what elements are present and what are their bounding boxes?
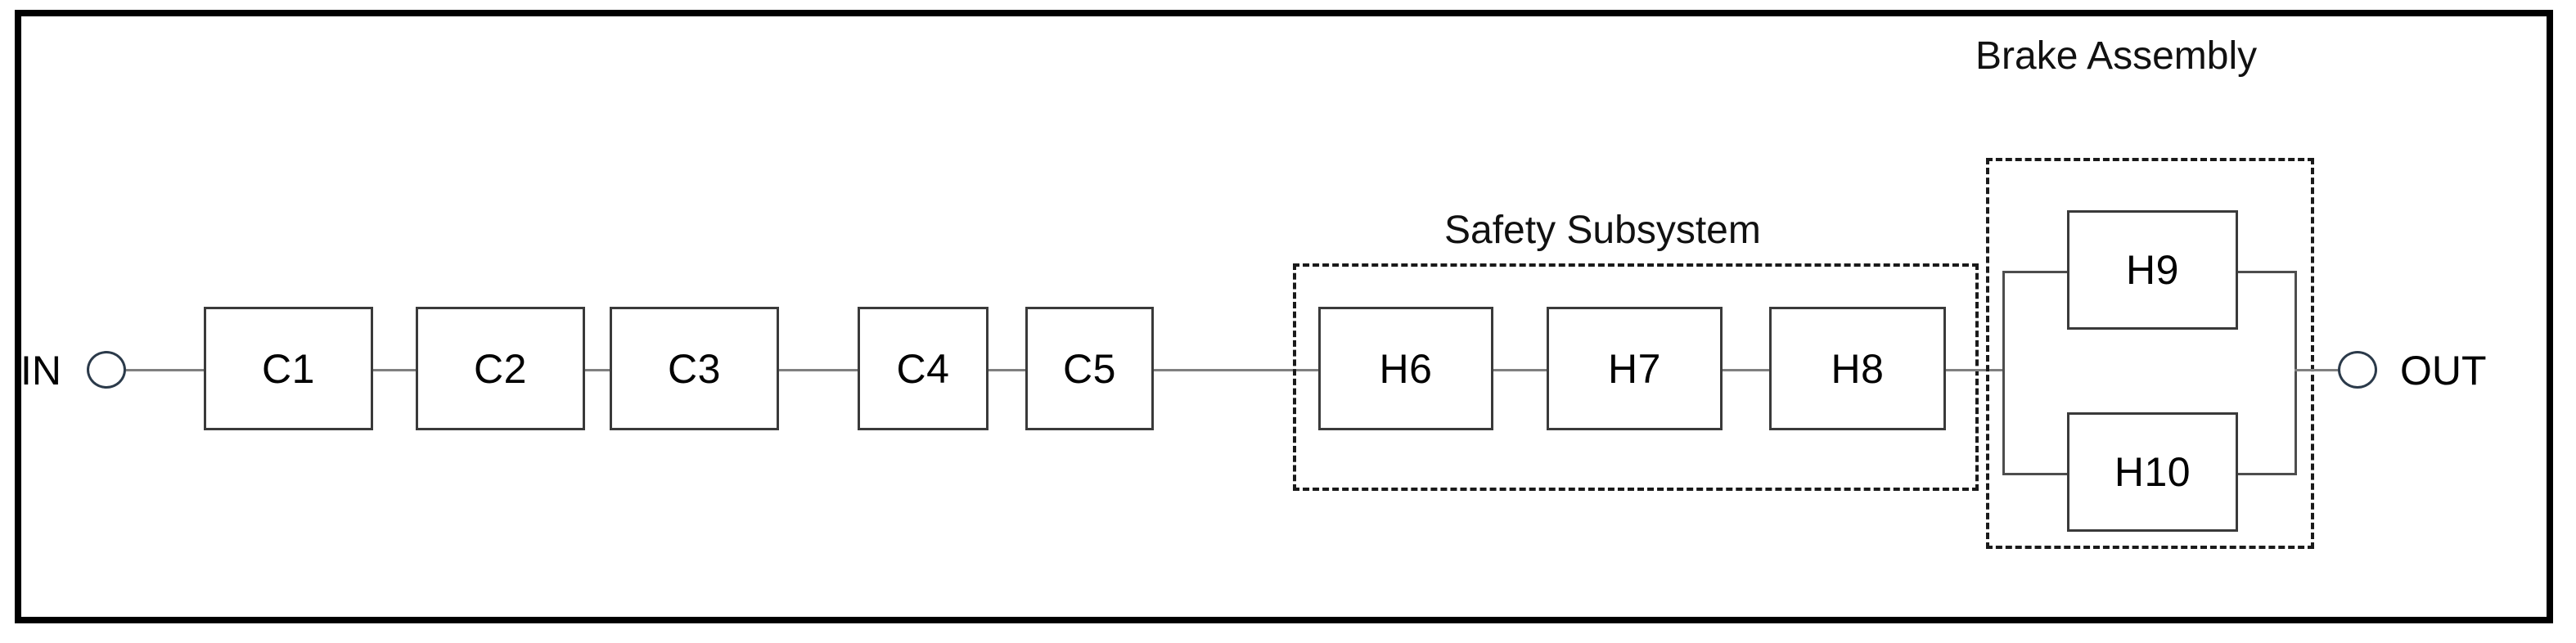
wire-in-to-c1 [126, 369, 204, 371]
input-terminal-node[interactable] [87, 351, 126, 389]
block-h10[interactable]: H10 [2067, 412, 2238, 532]
wire-brake-to-out [2295, 369, 2340, 371]
wire-brake-left-to-h9 [2002, 271, 2068, 273]
wire-c3-to-c4 [779, 369, 858, 371]
brake-assembly-boundary [1986, 158, 2314, 549]
block-c2[interactable]: C2 [416, 307, 585, 430]
safety-subsystem-boundary [1293, 263, 1979, 491]
block-h9[interactable]: H9 [2067, 210, 2238, 330]
safety-subsystem-title: Safety Subsystem [1444, 209, 1761, 252]
brake-assembly-title: Brake Assembly [1975, 34, 2258, 78]
block-h8[interactable]: H8 [1769, 307, 1946, 430]
input-terminal-label: IN [20, 348, 61, 393]
wire-h8-to-brake [1946, 369, 2005, 371]
wire-h10-to-brake-right [2238, 473, 2297, 475]
block-c4[interactable]: C4 [858, 307, 989, 430]
block-c3[interactable]: C3 [610, 307, 779, 430]
wire-c5-to-h6 [1154, 369, 1319, 371]
wire-brake-left-to-h10 [2002, 473, 2068, 475]
wire-c2-to-c3 [585, 369, 610, 371]
block-c1[interactable]: C1 [204, 307, 373, 430]
block-h6[interactable]: H6 [1318, 307, 1493, 430]
wire-h7-to-h8 [1723, 369, 1770, 371]
output-terminal-node[interactable] [2338, 351, 2377, 389]
wire-c4-to-c5 [989, 369, 1025, 371]
wire-h6-to-h7 [1493, 369, 1547, 371]
wire-h9-to-brake-right [2238, 271, 2297, 273]
wire-brake-right-bus [2295, 271, 2297, 475]
output-terminal-label: OUT [2400, 348, 2487, 393]
wire-c1-to-c2 [373, 369, 416, 371]
block-h7[interactable]: H7 [1547, 307, 1723, 430]
wire-brake-left-bus [2002, 271, 2005, 475]
block-c5[interactable]: C5 [1025, 307, 1154, 430]
